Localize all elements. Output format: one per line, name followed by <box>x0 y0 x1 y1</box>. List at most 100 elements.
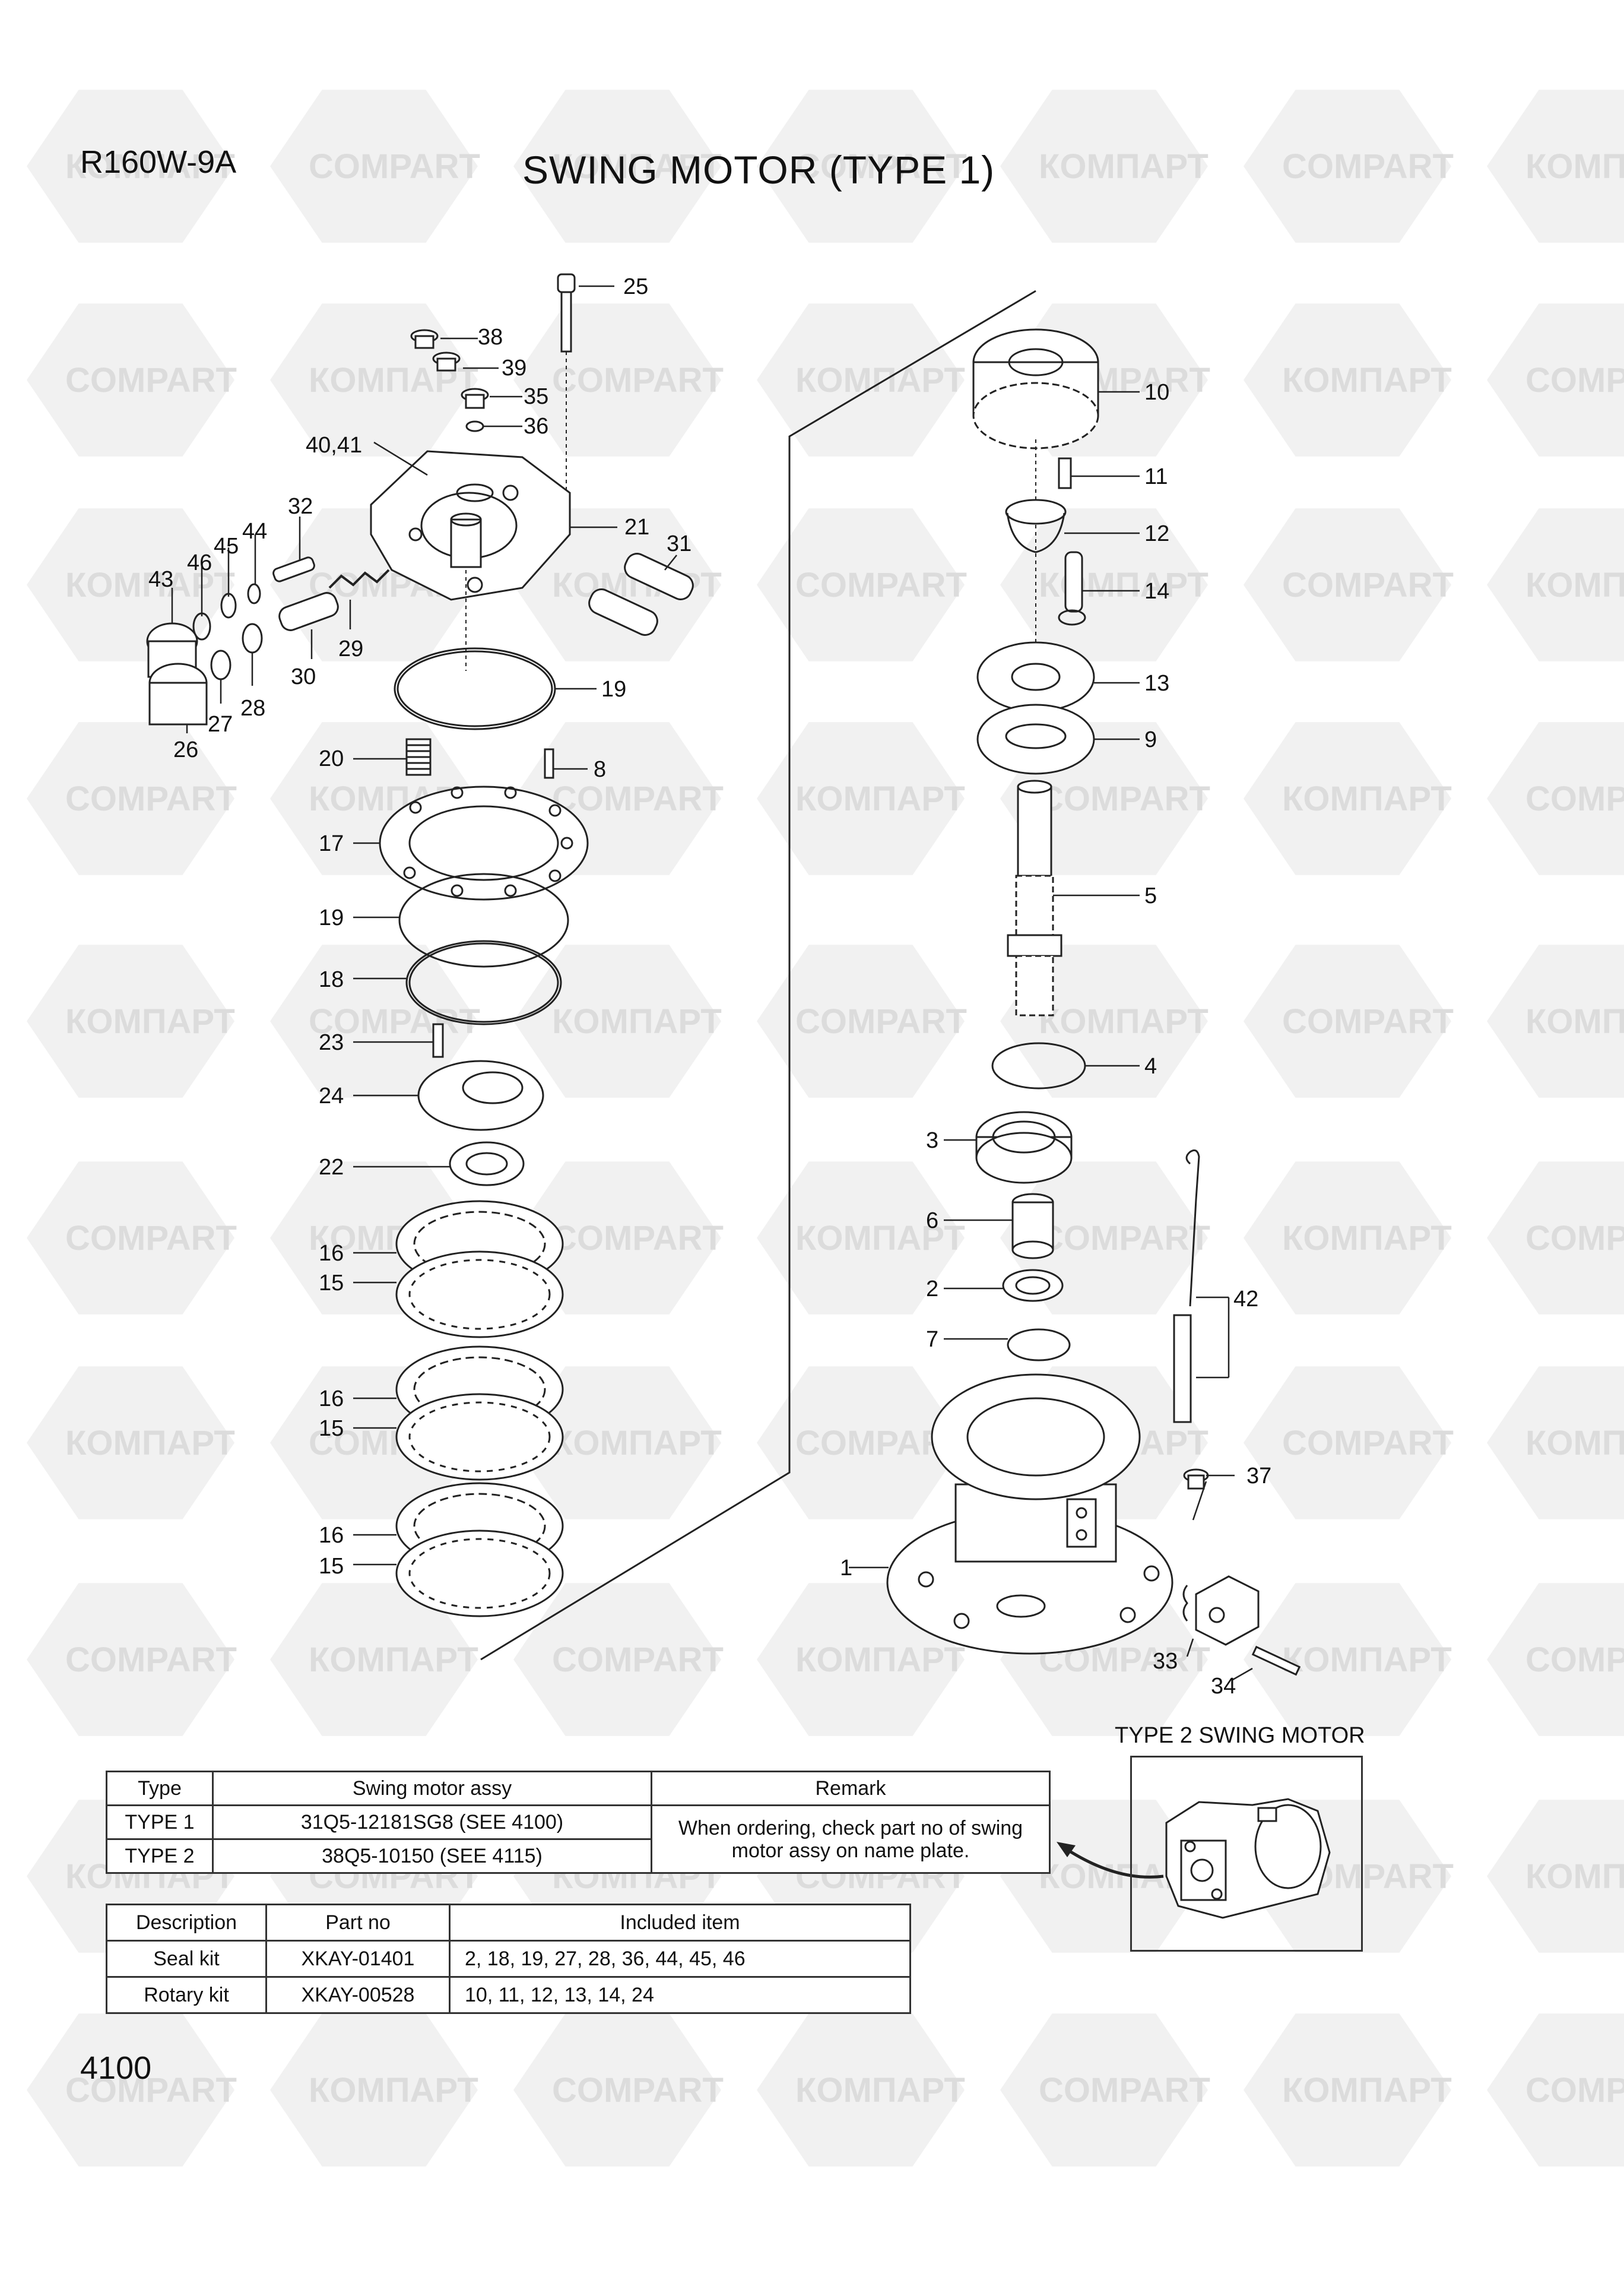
watermark-text: COMPART <box>309 1002 480 1041</box>
drive-shaft-icon <box>1007 780 1062 1016</box>
part-label: 43 <box>148 567 173 592</box>
watermark-hexagon <box>27 90 234 243</box>
valve-block-icon <box>1182 1575 1260 1646</box>
watermark-hexagon <box>513 90 721 243</box>
part-label: 19 <box>601 677 626 702</box>
remark-cell: When ordering, check part no of swing mo… <box>651 1804 1051 1874</box>
page-number: 4100 <box>80 2050 152 2086</box>
part-label: 44 <box>242 519 267 544</box>
watermark-hexagon <box>757 2013 965 2167</box>
part-label: 24 <box>319 1084 344 1109</box>
watermark-text: COMPART <box>1282 1002 1454 1041</box>
part-label: 18 <box>319 967 344 992</box>
table-cell: 10, 11, 12, 13, 14, 24 <box>449 1976 911 2014</box>
part-label: 15 <box>319 1271 344 1296</box>
watermark-text: КОМПАРТ <box>795 361 965 400</box>
watermark-text: КОМПАРТ <box>1525 1424 1624 1462</box>
bushing-icon <box>1011 1193 1054 1259</box>
watermark-text: КОМПАРТ <box>1525 147 1624 186</box>
part-label: 46 <box>187 550 212 575</box>
watermark-hexagon <box>1244 722 1451 875</box>
column-header: Description <box>106 1904 267 1942</box>
watermark-hexagon <box>270 90 478 243</box>
table-cell: Seal kit <box>106 1940 267 1978</box>
part-label: 26 <box>173 737 198 762</box>
snap-ring-icon <box>991 1042 1086 1090</box>
table-cell: XKAY-00528 <box>265 1976 451 2014</box>
part-label: 2 <box>926 1277 938 1302</box>
part-label: 32 <box>288 494 313 519</box>
table-header-row: Description Part no Included item <box>106 1904 911 1942</box>
watermark-text: COMPART <box>65 780 237 818</box>
watermark-hexagon <box>27 1366 234 1519</box>
watermark-hexagon <box>1244 90 1451 243</box>
watermark-hexagon <box>1244 945 1451 1098</box>
brake-piston-icon <box>379 786 589 901</box>
table-cell: XKAY-01401 <box>265 1940 451 1978</box>
watermark-hexagon <box>1487 1583 1624 1736</box>
oil-seal-icon <box>1002 1269 1064 1302</box>
watermark-hexagon <box>270 2013 478 2167</box>
watermark-hexagon <box>27 303 234 457</box>
watermark-text: КОМПАРТ <box>65 1002 235 1041</box>
part-label: 36 <box>524 414 548 439</box>
watermark-text: КОМПАРТ <box>1282 2071 1452 2110</box>
table-cell: 2, 18, 19, 27, 28, 36, 44, 45, 46 <box>449 1940 911 1978</box>
watermark-text: КОМПАРТ <box>1525 566 1624 604</box>
watermark-hexagon <box>513 1366 721 1519</box>
type2-motor-thumbnail <box>1165 1798 1331 1919</box>
arrow-icon <box>1061 1845 1164 1879</box>
watermark-hexagon <box>513 1161 721 1315</box>
watermark-hexagon <box>270 1583 478 1736</box>
watermark-text: КОМПАРТ <box>795 1219 965 1258</box>
watermark-text: COMPART <box>1282 147 1454 186</box>
part-label: 11 <box>1144 464 1168 489</box>
bearing-icon <box>449 1141 525 1186</box>
table-cell: TYPE 1 <box>106 1804 214 1840</box>
watermark-text: КОМПАРТ <box>65 566 235 604</box>
watermark-text: COMPART <box>65 2071 237 2110</box>
part-label: 5 <box>1144 884 1157 908</box>
watermark-hexagon <box>1487 303 1624 457</box>
part-label: 42 <box>1233 1287 1258 1312</box>
part-label: 19 <box>319 905 344 930</box>
type2-frame <box>1130 1756 1363 1952</box>
watermark-text: COMPART <box>65 1641 237 1679</box>
watermark-text: COMPART <box>1039 780 1210 818</box>
level-gauge-icon <box>1173 1149 1200 1423</box>
watermark-hexagon <box>1487 508 1624 661</box>
part-label: 27 <box>208 712 233 737</box>
watermark-text: COMPART <box>1525 780 1624 818</box>
watermark-text: КОМПАРТ <box>309 1641 478 1679</box>
spring-icon <box>1058 457 1072 489</box>
part-label: 1 <box>840 1556 852 1581</box>
watermark-hexagon <box>757 945 965 1098</box>
watermark-text: COMPART <box>309 147 480 186</box>
watermark-hexagon <box>757 303 965 457</box>
part-label: 34 <box>1211 1674 1236 1699</box>
watermark-text: КОМПАРТ <box>795 780 965 818</box>
type-table: Type Swing motor assy Remark TYPE 1 31Q5… <box>106 1771 1051 1874</box>
watermark-hexagon <box>27 945 234 1098</box>
watermark-hexagon <box>1487 722 1624 875</box>
watermark-hexagon <box>1487 90 1624 243</box>
part-label: 10 <box>1144 380 1169 405</box>
watermark-hexagon <box>27 508 234 661</box>
part-label: 33 <box>1153 1649 1178 1674</box>
watermark-text: КОМПАРТ <box>1282 361 1452 400</box>
watermark-hexagon <box>1487 1366 1624 1519</box>
plug-icon <box>410 329 489 432</box>
table-row: Rotary kit XKAY-00528 10, 11, 12, 13, 14… <box>106 1976 911 2014</box>
part-label: 37 <box>1246 1464 1271 1489</box>
kit-table: Description Part no Included item Seal k… <box>106 1904 911 2014</box>
watermark-hexagon <box>1244 1366 1451 1519</box>
watermark-text: COMPART <box>795 566 967 604</box>
watermark-hexagon <box>1487 1161 1624 1315</box>
column-header: Remark <box>651 1771 1051 1806</box>
watermark-hexagon <box>1244 2013 1451 2167</box>
part-label: 3 <box>926 1128 938 1153</box>
table-cell: TYPE 2 <box>106 1838 214 1874</box>
part-labels: 25 38 39 35 36 40,41 21 31 32 44 45 46 4… <box>148 274 1271 1699</box>
o-ring-icon <box>405 940 562 1025</box>
watermark-hexagon <box>757 1366 965 1519</box>
